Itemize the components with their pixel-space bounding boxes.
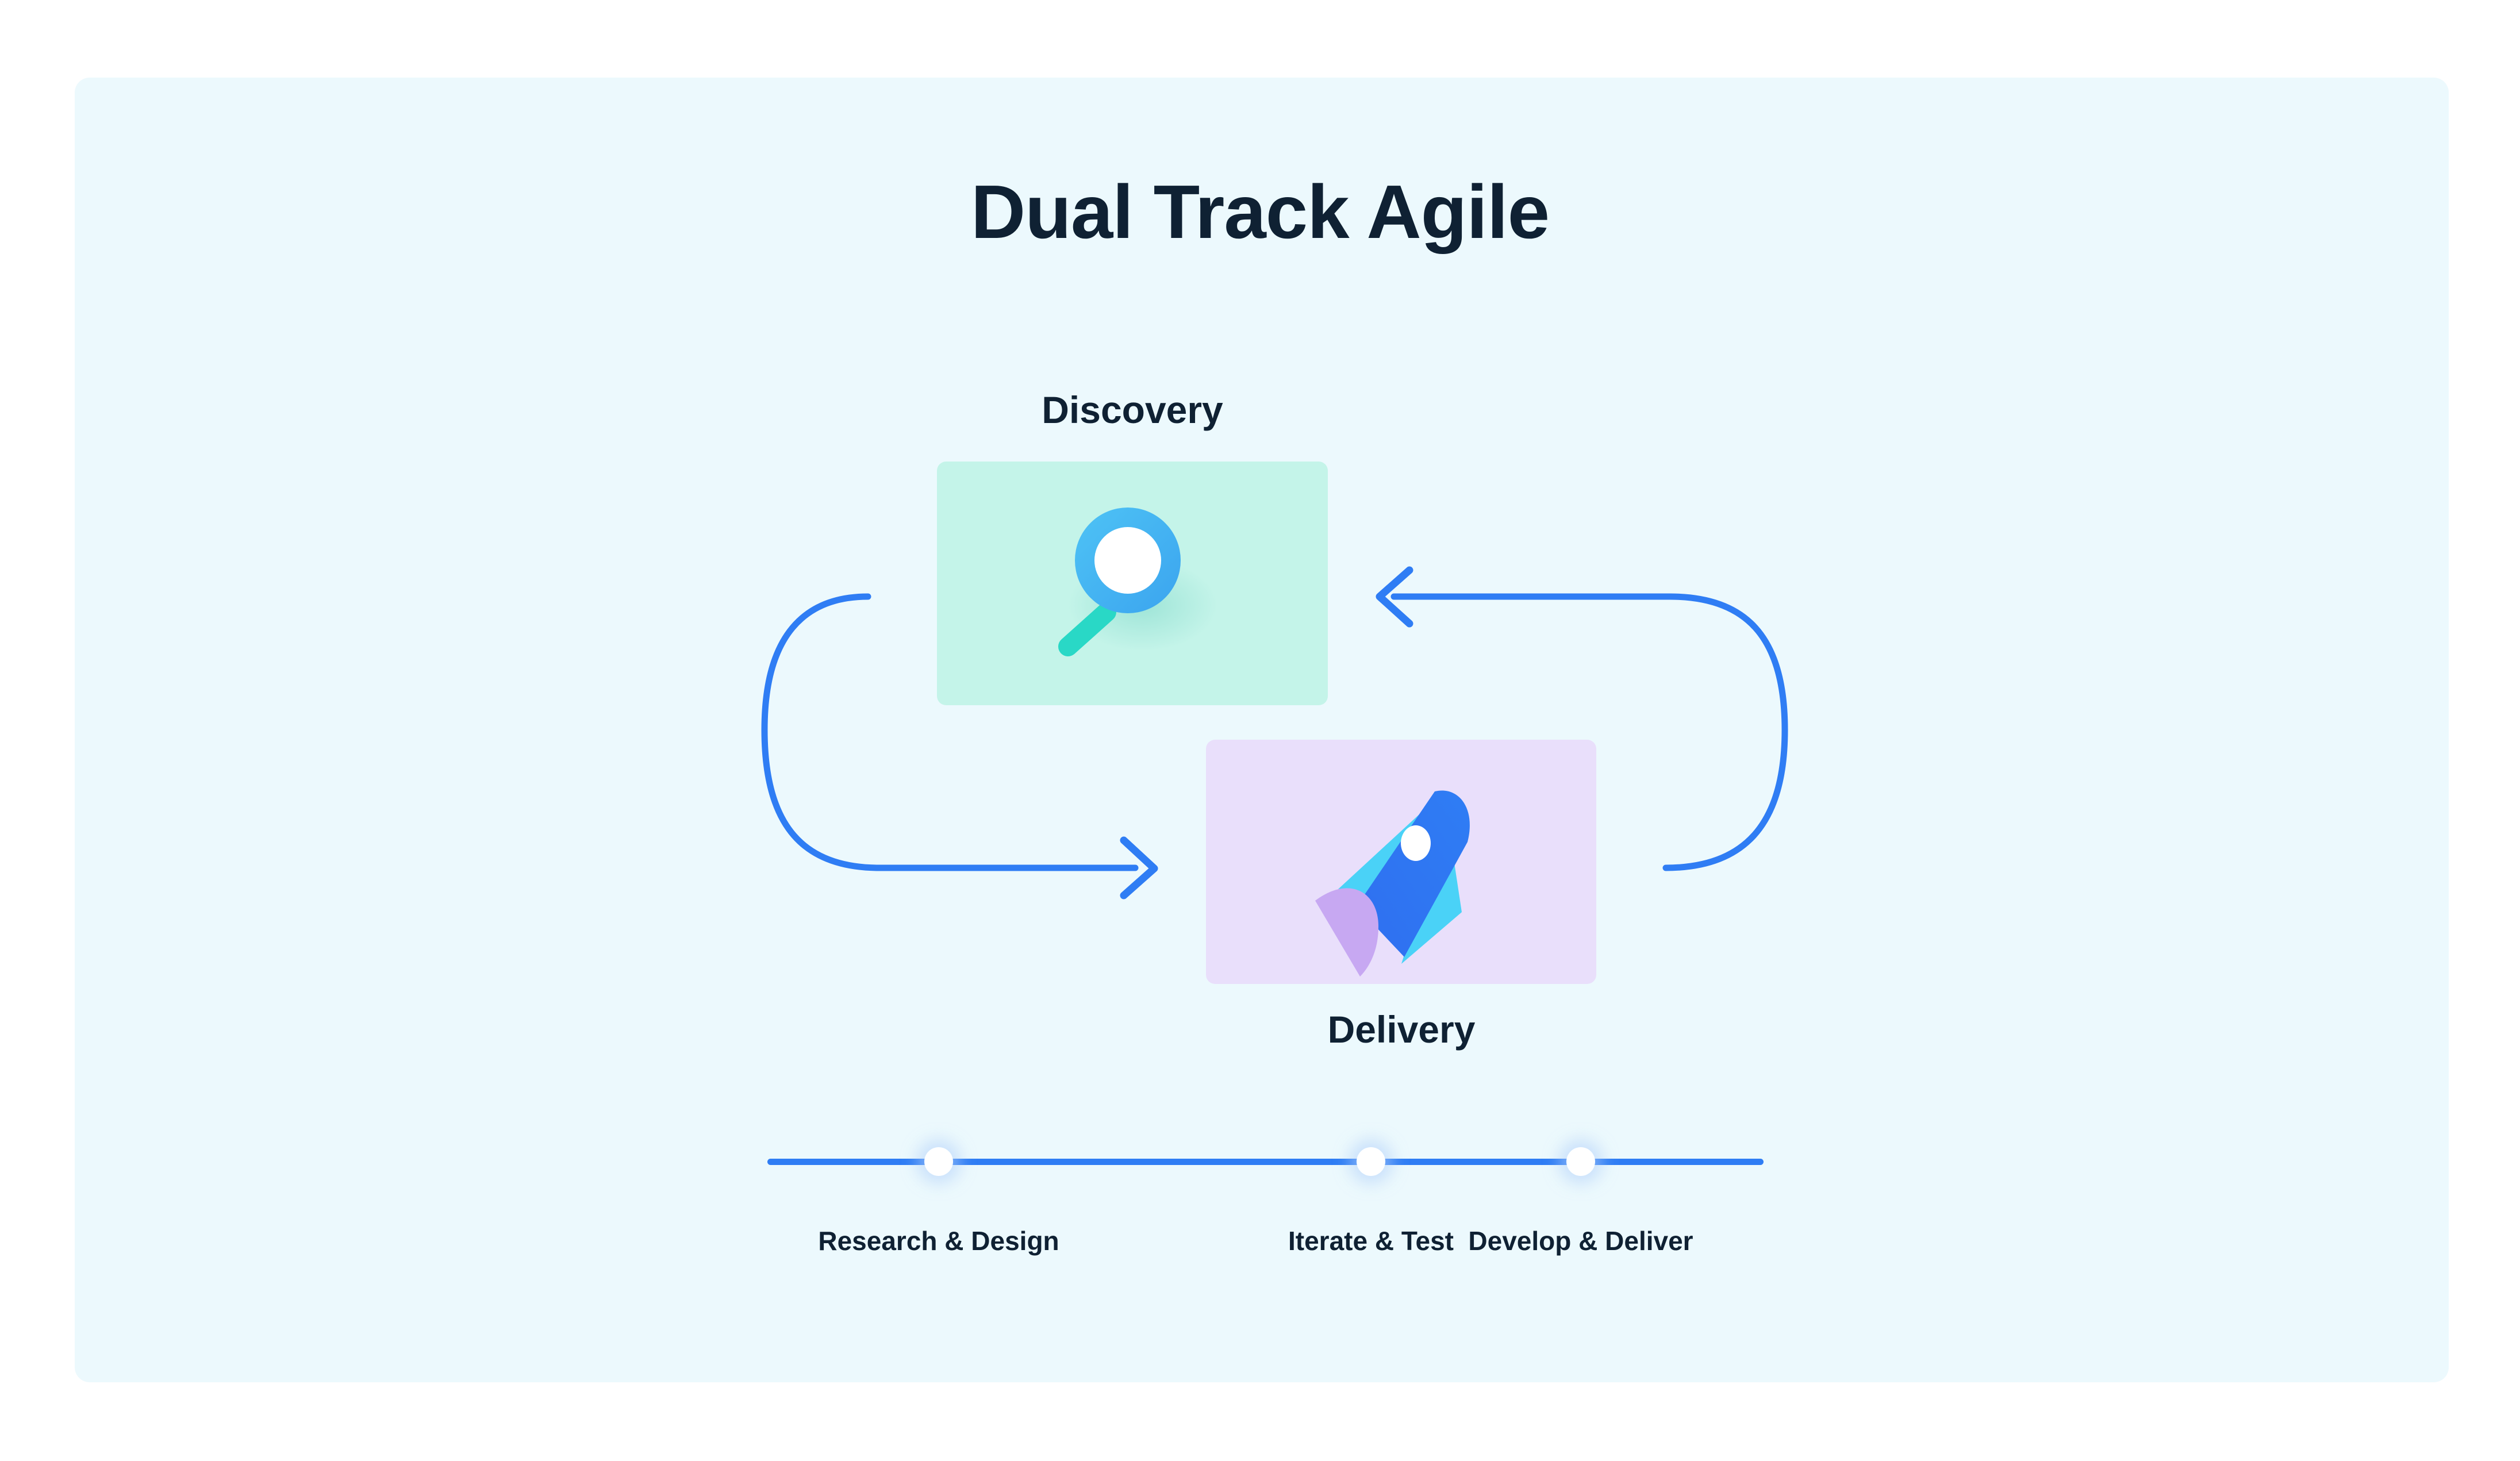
delivery-track-label: Delivery [1327,1008,1476,1051]
discovery-card[interactable] [937,462,1328,705]
timeline-label-iterate-test: Iterate & Test [1288,1226,1454,1256]
delivery-card[interactable] [1206,740,1596,984]
timeline-dot-iterate-test[interactable] [1357,1147,1385,1176]
page-title: Dual Track Agile [970,170,1550,254]
timeline-label-develop-deliver: Develop & Deliver [1468,1226,1693,1256]
timeline-dot-research-design[interactable] [924,1147,953,1176]
timeline-label-research-design: Research & Design [818,1226,1059,1256]
timeline-dot-develop-deliver[interactable] [1566,1147,1595,1176]
magnifier-icon [1058,507,1217,656]
timeline: Research & Design Iterate & Test Develop… [759,1126,1793,1368]
discovery-track-label: Discovery [1042,389,1223,431]
rocket-icon [1315,790,1470,976]
timeline-track [767,1159,1764,1165]
